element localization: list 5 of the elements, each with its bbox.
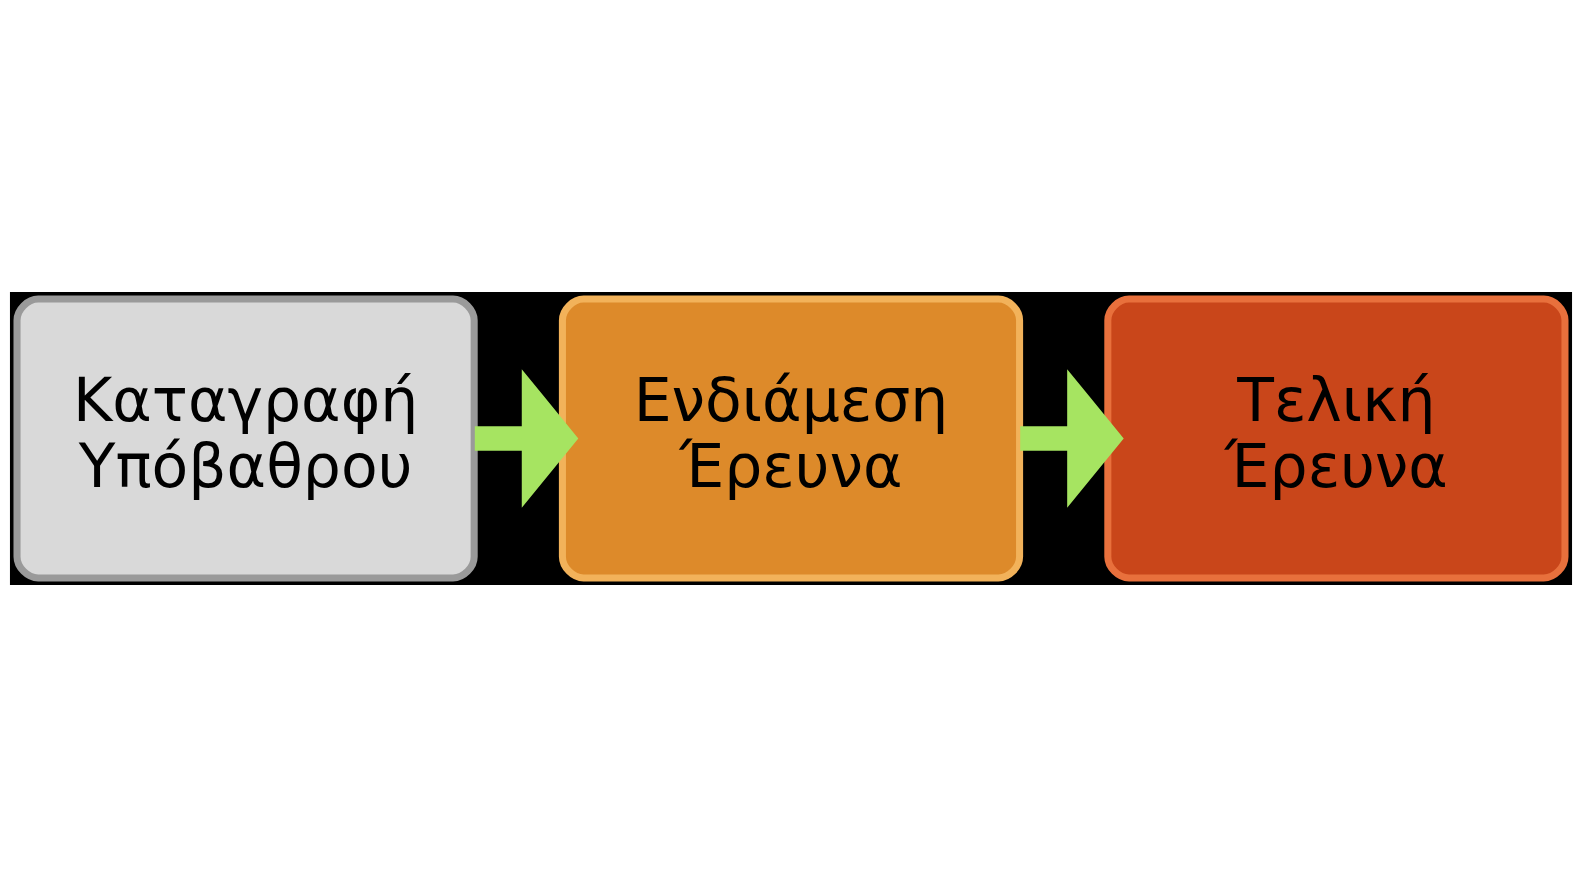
node-box: Ενδιάμεση Έρευνα bbox=[558, 295, 1024, 582]
arrow bbox=[1020, 369, 1124, 508]
node-box: Καταγραφή Υπόβαθρου bbox=[13, 295, 478, 582]
node-box: Τελική Έρευνα bbox=[1104, 295, 1569, 582]
arrow bbox=[474, 369, 579, 508]
